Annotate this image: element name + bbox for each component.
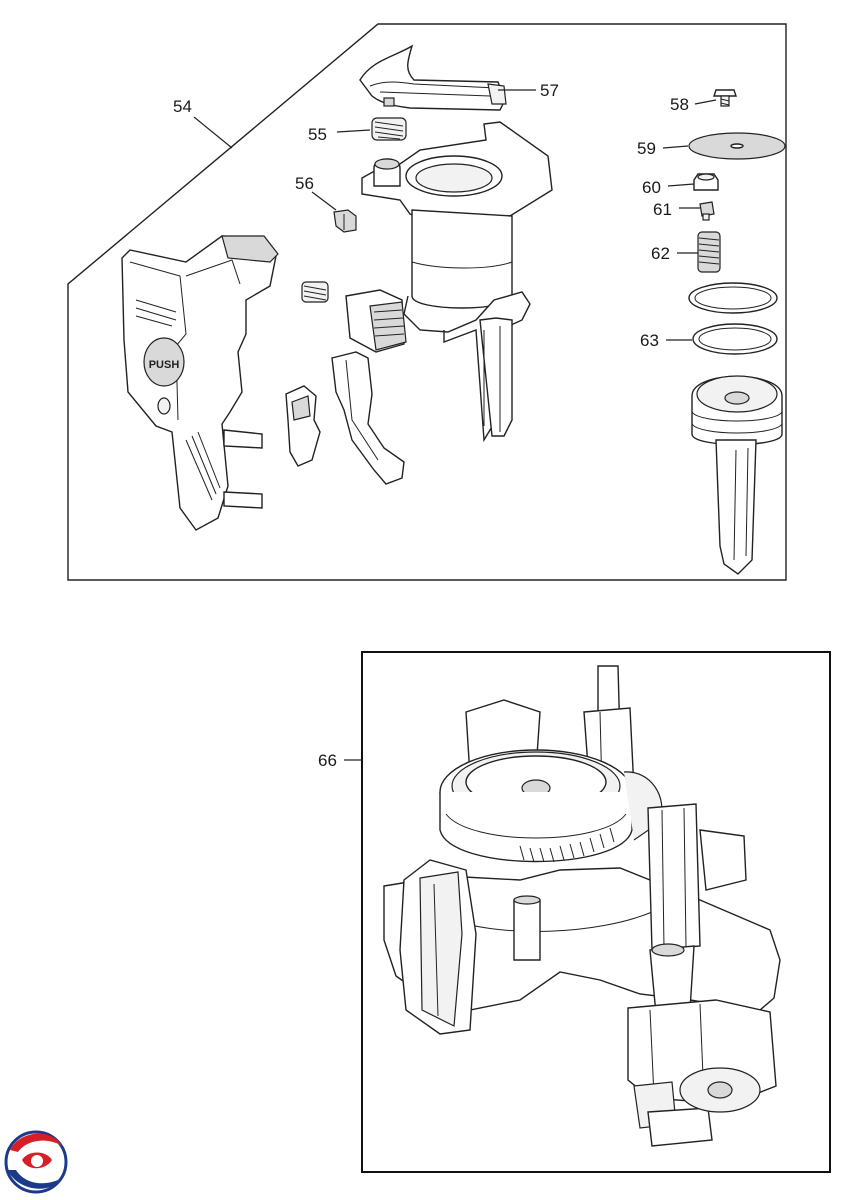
part-63-o-rings [688, 282, 778, 355]
leader-58 [694, 99, 717, 105]
callout-55: 55 [308, 125, 327, 144]
leader-60 [667, 183, 695, 187]
upper-group-frame [67, 23, 787, 581]
lower-group-frame [361, 651, 831, 1173]
brand-logo-icon [4, 1130, 68, 1194]
leader-55 [336, 129, 371, 133]
part-54-front-panel: PUSH [121, 235, 279, 531]
part-55-spring [371, 117, 407, 141]
lever-assembly [331, 289, 407, 485]
callout-61: 61 [653, 200, 672, 219]
part-59-disc [688, 132, 786, 160]
callout-60: 60 [642, 178, 661, 197]
part-62-spring [697, 231, 721, 273]
part-61-valve [699, 201, 715, 221]
part-58-screw [713, 89, 737, 107]
small-spring [301, 281, 329, 303]
main-housing [361, 121, 553, 443]
piston-assembly [691, 375, 783, 575]
callout-63: 63 [640, 331, 659, 350]
part-60-nut [693, 173, 719, 191]
leader-59 [662, 145, 689, 149]
push-label: PUSH [149, 359, 180, 371]
latch-piece [285, 385, 321, 467]
leader-54 [193, 116, 233, 149]
callout-57: 57 [540, 81, 559, 100]
part-57-cap [359, 44, 507, 111]
leader-56 [311, 191, 337, 211]
callout-62: 62 [651, 244, 670, 263]
callout-59: 59 [637, 139, 656, 158]
part-56-clip [333, 209, 357, 233]
part-66-motor-assembly [383, 665, 781, 1147]
callout-66: 66 [318, 751, 337, 770]
callout-58: 58 [670, 95, 689, 114]
callout-54: 54 [173, 97, 192, 116]
callout-56: 56 [295, 174, 314, 193]
